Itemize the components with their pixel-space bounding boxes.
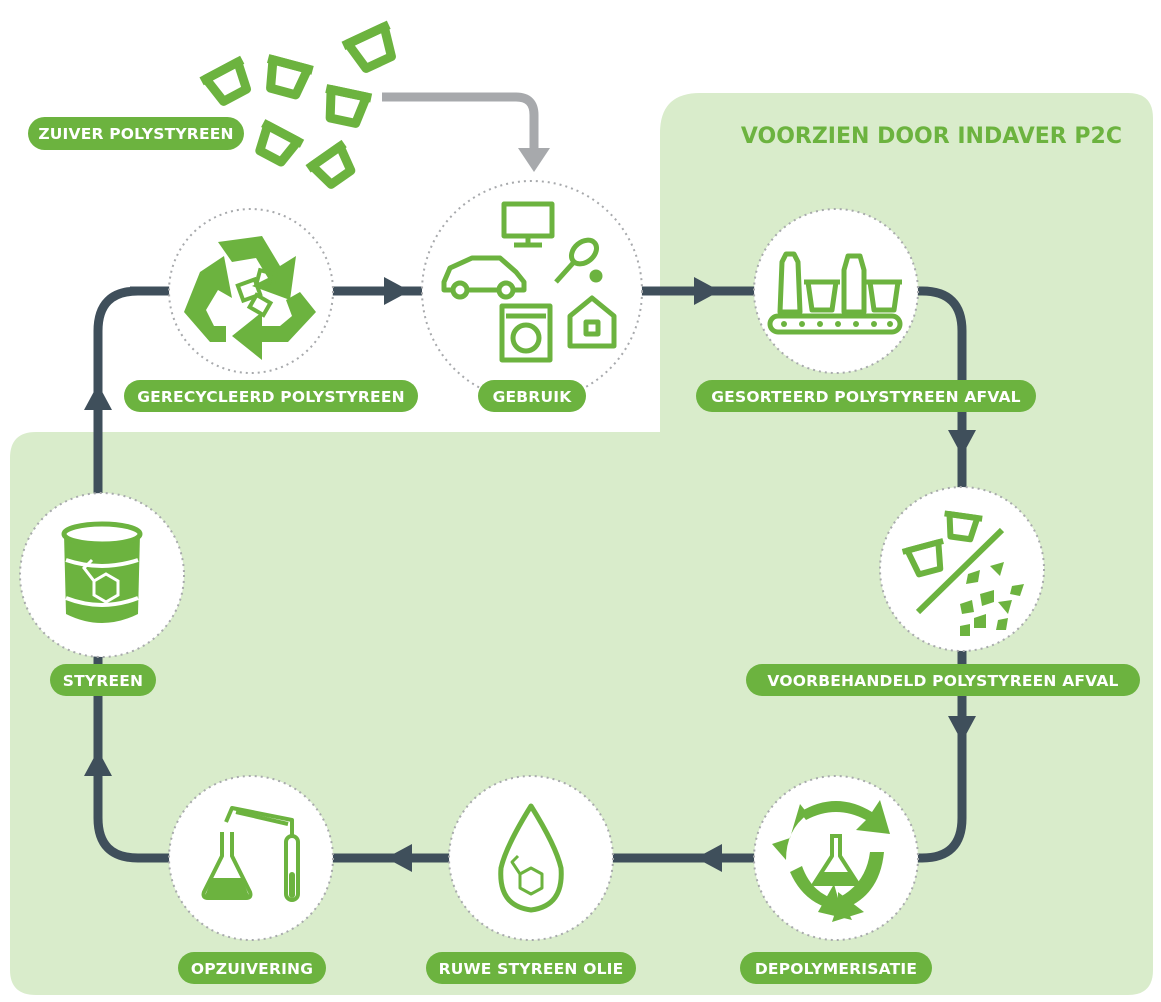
arrow-down-1 xyxy=(948,430,976,456)
arrow-left-1 xyxy=(696,844,722,872)
pill-use xyxy=(478,380,586,412)
label-pretreated: VOORBEHANDELD POLYSTYREEN AFVAL xyxy=(767,672,1118,690)
barrel-icon xyxy=(61,521,143,623)
pill-purify xyxy=(178,952,326,984)
feed-arrow-line xyxy=(382,92,539,150)
pill-pretreated xyxy=(746,664,1140,696)
pill-styrene xyxy=(50,664,156,696)
label-styrene: STYREEN xyxy=(63,672,143,690)
pill-crude xyxy=(426,952,636,984)
conveyor-bottles-icon xyxy=(767,251,903,335)
pill-depoly xyxy=(740,952,932,984)
shredded-cups-icon xyxy=(901,510,1024,636)
cups-icon xyxy=(199,20,396,189)
recycle-icon xyxy=(184,236,316,360)
feed-arrow-head xyxy=(518,148,550,172)
distillation-icon xyxy=(201,806,300,902)
label-crude: RUWE STYREEN OLIE xyxy=(439,960,624,978)
node-purify xyxy=(168,775,334,941)
arrow-right-1 xyxy=(384,277,410,305)
source-label: ZUIVER POLYSTYREEN xyxy=(38,125,233,143)
washing-machine-icon xyxy=(499,303,553,363)
arrow-right-2 xyxy=(694,277,720,305)
label-use: GEBRUIK xyxy=(493,388,573,406)
arrow-down-2 xyxy=(948,716,976,742)
consumer-products-icon xyxy=(441,201,617,363)
label-purify: OPZUIVERING xyxy=(191,960,313,978)
arrow-up-2 xyxy=(84,384,112,410)
racket-icon xyxy=(568,237,600,267)
region-title: VOORZIEN DOOR INDAVER P2C xyxy=(741,124,1122,149)
label-depoly: DEPOLYMERISATIE xyxy=(755,960,917,978)
source-pill xyxy=(28,117,244,150)
pill-sorted xyxy=(696,380,1036,412)
label-sorted: GESORTEERD POLYSTYREEN AFVAL xyxy=(711,388,1021,406)
flask-cycle-icon xyxy=(772,800,890,922)
node-crude xyxy=(448,775,614,941)
distillation-liquid xyxy=(205,872,295,898)
conveyor-rollers xyxy=(781,321,893,327)
pill-recycled xyxy=(124,380,418,412)
arrow-left-2 xyxy=(386,844,412,872)
house-icon xyxy=(567,295,617,349)
car-icon xyxy=(441,255,527,293)
arrow-up-1 xyxy=(84,750,112,776)
flow-arrows xyxy=(84,277,976,872)
label-recycled: GERECYCLEERD POLYSTYREEN xyxy=(137,388,405,406)
oil-drop-icon xyxy=(498,803,564,913)
label-pills xyxy=(50,380,1140,984)
